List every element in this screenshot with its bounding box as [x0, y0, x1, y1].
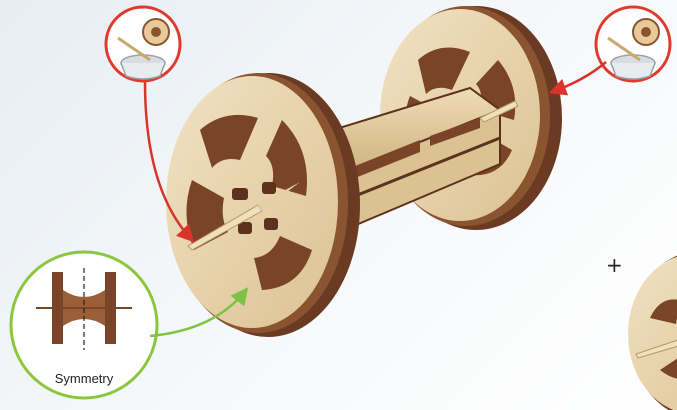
- glue-callout-left: [104, 5, 182, 83]
- toothpick-pin-back: [479, 100, 519, 123]
- symmetry-callout: Symmetry: [9, 250, 159, 400]
- symmetry-icon: [36, 268, 132, 350]
- symmetry-label: Symmetry: [55, 371, 114, 386]
- partial-wheel-next-step: [628, 255, 677, 410]
- glue-cup-icon: [607, 18, 660, 80]
- glue-callout-right: [594, 5, 672, 83]
- glue-arrow-left: [143, 81, 195, 243]
- glue-cup-icon: [117, 18, 170, 80]
- symmetry-arrow: [149, 287, 249, 338]
- plus-sign: +: [606, 253, 623, 277]
- glue-arrow-right: [548, 61, 607, 96]
- toothpick-pin-front: [187, 182, 300, 251]
